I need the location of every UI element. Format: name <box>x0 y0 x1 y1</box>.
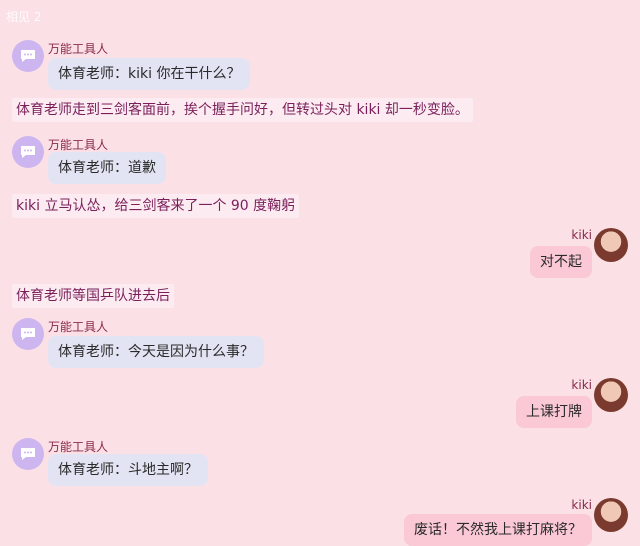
bot-avatar[interactable] <box>12 438 44 470</box>
user-sender-name: kiki <box>571 378 592 392</box>
user-message-bubble[interactable]: 上课打牌 <box>516 396 592 428</box>
user-message-bubble[interactable]: 废话！不然我上课打麻将？ <box>404 514 592 546</box>
user-avatar[interactable] <box>594 378 628 412</box>
chat-bubble-icon <box>21 328 35 340</box>
bot-message-bubble[interactable]: 体育老师：kiki 你在干什么？ <box>48 58 251 90</box>
bot-message-bubble[interactable]: 体育老师：今天是因为什么事？ <box>48 336 264 368</box>
user-avatar[interactable] <box>594 228 628 262</box>
bot-sender-name: 万能工具人 <box>48 42 109 56</box>
bot-sender-name: 万能工具人 <box>48 440 109 454</box>
user-sender-name: kiki <box>571 498 592 512</box>
narration-text: 体育老师走到三剑客面前，挨个握手问好，但转过头对 kiki 却一秒变脸。 <box>12 98 473 122</box>
bot-avatar[interactable] <box>12 40 44 72</box>
chat-bubble-icon <box>21 448 35 460</box>
bot-message-bubble[interactable]: 体育老师：斗地主啊？ <box>48 454 208 486</box>
bot-sender-name: 万能工具人 <box>48 320 109 334</box>
watermark: 相见 2 <box>6 10 42 24</box>
narration-text: 体育老师等国乒队进去后 <box>12 284 174 308</box>
narration-text: kiki 立马认怂，给三剑客来了一个 90 度鞠躬 <box>12 194 300 218</box>
bot-avatar[interactable] <box>12 136 44 168</box>
bot-avatar[interactable] <box>12 318 44 350</box>
bot-sender-name: 万能工具人 <box>48 138 109 152</box>
user-message-bubble[interactable]: 对不起 <box>530 246 592 278</box>
chat-bubble-icon <box>21 146 35 158</box>
user-avatar[interactable] <box>594 498 628 532</box>
chat-bubble-icon <box>21 50 35 62</box>
user-sender-name: kiki <box>571 228 592 242</box>
bot-message-bubble[interactable]: 体育老师：道歉 <box>48 152 166 184</box>
